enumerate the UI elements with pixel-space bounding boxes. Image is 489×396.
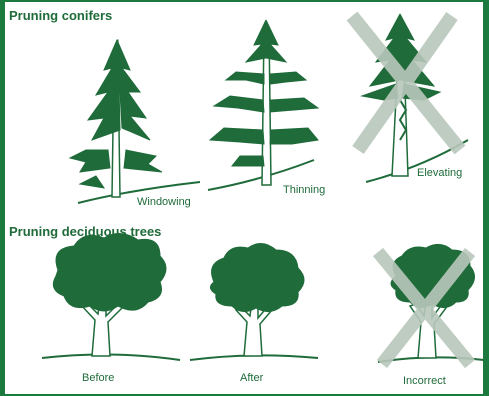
- caption-incorrect: Incorrect: [403, 375, 446, 387]
- caption-after: After: [240, 372, 263, 384]
- caption-windowing: Windowing: [137, 196, 191, 208]
- deciduous-before: [42, 233, 180, 360]
- caption-before: Before: [82, 372, 114, 384]
- conifer-thinning: [208, 20, 318, 190]
- deciduous-after: [190, 243, 318, 360]
- conifer-windowing: [70, 40, 200, 203]
- heading-pruning-conifers: Pruning conifers: [9, 8, 112, 23]
- caption-thinning: Thinning: [283, 184, 325, 196]
- heading-pruning-deciduous: Pruning deciduous trees: [9, 224, 161, 239]
- caption-elevating: Elevating: [417, 167, 462, 179]
